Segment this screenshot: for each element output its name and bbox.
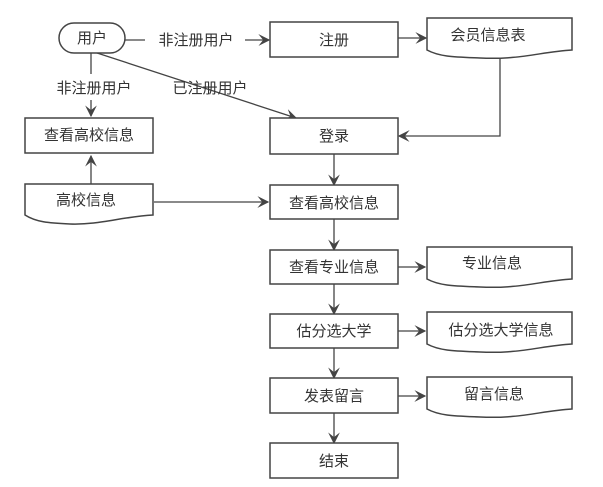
process-shape xyxy=(269,21,399,58)
process-shape xyxy=(269,313,399,349)
process-shape xyxy=(269,184,399,220)
node-major-info-label: 专业信息 xyxy=(462,254,522,272)
edges: 非注册用户 非注册用户 已注册用户 xyxy=(56,31,501,445)
node-estimate: 估分选大学 xyxy=(269,313,399,349)
edge-label-unregistered-right: 非注册用户 xyxy=(158,31,233,49)
node-school-info: 高校信息 xyxy=(24,183,154,225)
node-view-school-main: 查看高校信息 xyxy=(269,184,399,220)
process-shape xyxy=(269,117,399,155)
node-view-school-left: 查看高校信息 xyxy=(24,117,154,154)
node-msg-info: 留言信息 xyxy=(426,376,573,419)
node-login-label: 登录 xyxy=(319,127,349,145)
node-register: 注册 xyxy=(269,21,399,58)
node-estimate-info-label: 估分选大学信息 xyxy=(448,321,553,339)
node-view-school-main-label: 查看高校信息 xyxy=(289,194,379,212)
node-school-info-label: 高校信息 xyxy=(56,191,116,209)
node-member-table-label: 会员信息表 xyxy=(450,26,525,44)
node-post-msg: 发表留言 xyxy=(269,377,399,414)
edge-label-unregistered-down: 非注册用户 xyxy=(56,79,131,97)
node-register-label: 注册 xyxy=(319,31,349,49)
node-estimate-info: 估分选大学信息 xyxy=(426,311,573,354)
node-view-major-label: 查看专业信息 xyxy=(289,258,379,276)
node-login: 登录 xyxy=(269,117,399,155)
node-major-info: 专业信息 xyxy=(426,246,573,289)
document-shape xyxy=(426,17,573,60)
process-shape xyxy=(269,249,399,285)
process-shape xyxy=(24,117,154,154)
node-user: 用户 xyxy=(58,22,126,54)
terminal-shape xyxy=(58,22,126,54)
nodes: 用户 注册 会员信息表 查看高校信息 登录 高校信息 xyxy=(24,17,573,479)
node-estimate-label: 估分选大学 xyxy=(296,322,371,340)
node-msg-info-label: 留言信息 xyxy=(464,385,524,403)
node-post-msg-label: 发表留言 xyxy=(304,387,364,405)
node-end-label: 结束 xyxy=(319,452,349,470)
edge-member-table-to-login xyxy=(397,57,501,142)
node-end: 结束 xyxy=(269,442,399,479)
document-shape xyxy=(24,183,154,225)
edge-label-registered: 已注册用户 xyxy=(172,79,247,97)
node-view-school-left-label: 查看高校信息 xyxy=(44,126,134,144)
edge-user-to-login xyxy=(93,51,298,121)
process-shape xyxy=(269,442,399,479)
document-shape xyxy=(426,311,573,354)
document-shape xyxy=(426,246,573,289)
node-member-table: 会员信息表 xyxy=(426,17,573,60)
process-shape xyxy=(269,377,399,414)
node-view-major: 查看专业信息 xyxy=(269,249,399,285)
document-shape xyxy=(426,376,573,419)
node-user-label: 用户 xyxy=(77,29,107,47)
